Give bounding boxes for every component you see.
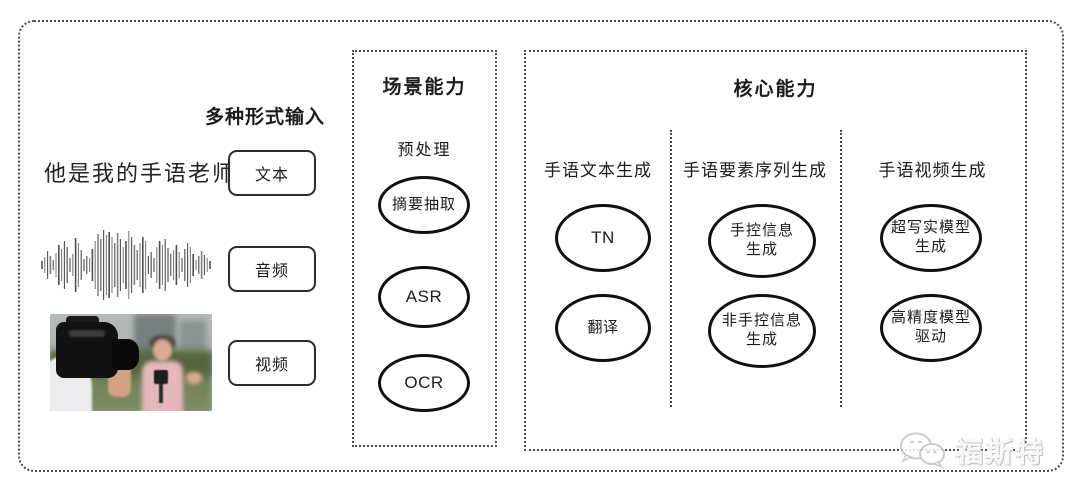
core-capability-box: 核心能力 手语文本生成 手语要素序列生成 手语视频生成 TN 翻译 手控信息 生… bbox=[524, 50, 1027, 451]
input-type-audio: 音频 bbox=[228, 246, 316, 292]
node-non-manual-info-generation: 非手控信息 生成 bbox=[708, 294, 816, 368]
example-sentence: 他是我的手语老师 bbox=[44, 161, 237, 186]
audio-waveform-icon bbox=[41, 230, 211, 300]
core-box-title: 核心能力 bbox=[733, 79, 818, 100]
node-manual-info-generation: 手控信息 生成 bbox=[708, 204, 816, 278]
column-header-text-generation: 手语文本生成 bbox=[544, 161, 652, 180]
scene-capability-box: 场景能力 预处理 摘要抽取 ASR OCR bbox=[352, 50, 497, 447]
node-summary-extraction: 摘要抽取 bbox=[378, 176, 470, 234]
video-frame-photo bbox=[50, 314, 212, 411]
node-high-precision-model-driving: 高精度模型 驱动 bbox=[880, 294, 982, 362]
node-tn: TN bbox=[555, 204, 651, 272]
input-type-text: 文本 bbox=[228, 150, 316, 196]
wechat-icon bbox=[900, 432, 945, 469]
diagram-outer-frame bbox=[18, 20, 1064, 472]
column-header-element-sequence-generation: 手语要素序列生成 bbox=[683, 161, 827, 180]
watermark-text: 福斯特 bbox=[956, 437, 1046, 468]
column-divider bbox=[840, 130, 842, 407]
column-header-video-generation: 手语视频生成 bbox=[878, 161, 987, 180]
watermark: 福斯特 bbox=[896, 428, 1066, 472]
node-hyperrealistic-model-generation: 超写实模型 生成 bbox=[880, 204, 982, 272]
input-type-video: 视频 bbox=[228, 340, 316, 386]
column-divider bbox=[670, 130, 672, 407]
node-translation: 翻译 bbox=[555, 294, 651, 362]
preprocess-label: 预处理 bbox=[397, 142, 452, 159]
node-ocr: OCR bbox=[378, 354, 470, 412]
node-asr: ASR bbox=[378, 266, 470, 328]
scene-box-title: 场景能力 bbox=[382, 77, 467, 98]
input-section-label: 多种形式输入 bbox=[205, 107, 326, 128]
